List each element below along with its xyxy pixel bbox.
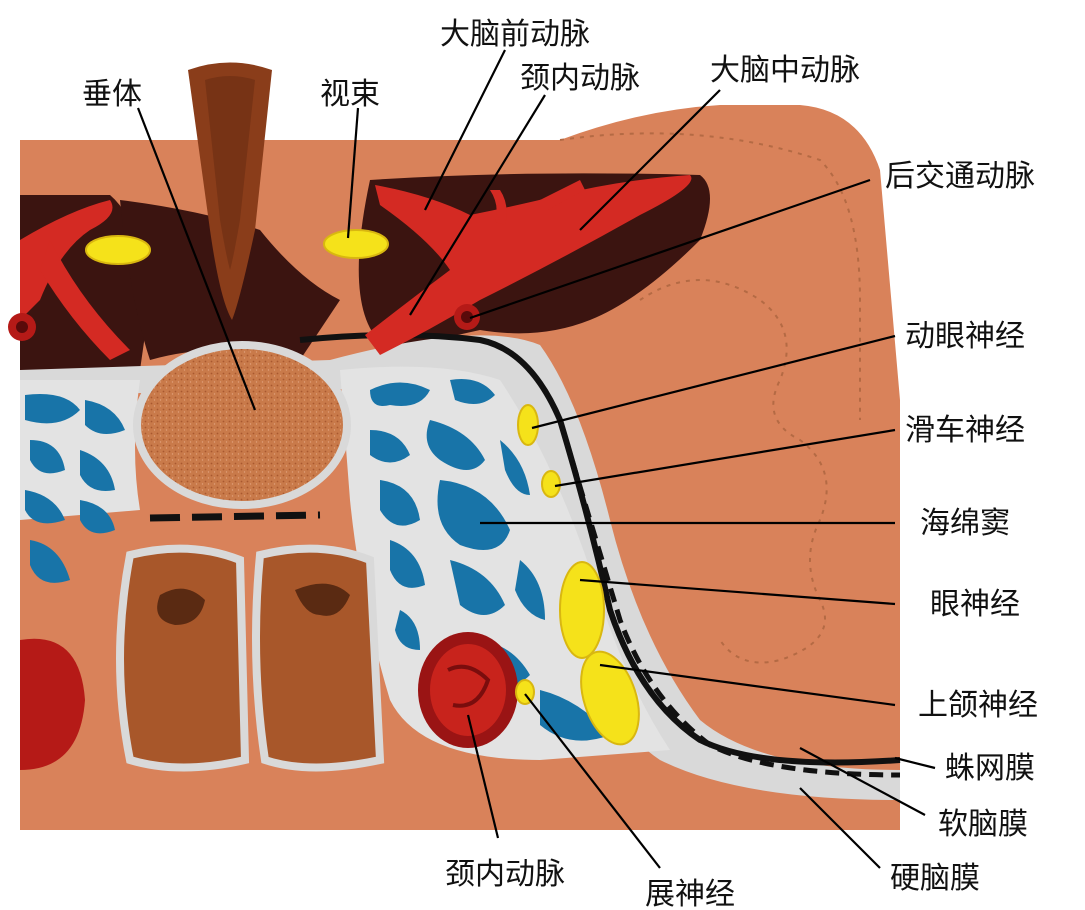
label-maxillary-nerve: 上颌神经 (918, 688, 1038, 723)
diaphragm-line (150, 515, 320, 518)
label-posterior-communicating-artery: 后交通动脉 (885, 159, 1035, 194)
label-pia-mater: 软脑膜 (938, 807, 1028, 842)
label-abducens-nerve: 展神经 (645, 877, 735, 910)
label-pituitary: 垂体 (82, 77, 142, 112)
optic-tract-right (324, 230, 388, 258)
label-anterior-cerebral-artery: 大脑前动脉 (440, 17, 590, 52)
label-internal-carotid-artery-bottom: 颈内动脉 (445, 857, 565, 892)
label-middle-cerebral-artery: 大脑中动脉 (710, 53, 860, 88)
optic-tract-left (86, 236, 150, 264)
label-internal-carotid-artery-top: 颈内动脉 (520, 61, 640, 96)
oculomotor-nerve-shape (518, 405, 538, 445)
pituitary-gland (137, 345, 347, 505)
trochlear-nerve-shape (542, 471, 560, 497)
label-arachnoid: 蛛网膜 (945, 751, 1035, 786)
ophthalmic-nerve-shape (560, 562, 604, 658)
label-oculomotor-nerve: 动眼神经 (905, 319, 1025, 354)
label-cavernous-sinus: 海绵窦 (920, 506, 1010, 541)
label-trochlear-nerve: 滑车神经 (905, 413, 1025, 448)
label-dura-mater: 硬脑膜 (890, 861, 980, 896)
internal-carotid-artery-cross-section (418, 632, 518, 748)
label-optic-tract: 视束 (320, 77, 380, 112)
label-ophthalmic-nerve: 眼神经 (930, 587, 1020, 622)
